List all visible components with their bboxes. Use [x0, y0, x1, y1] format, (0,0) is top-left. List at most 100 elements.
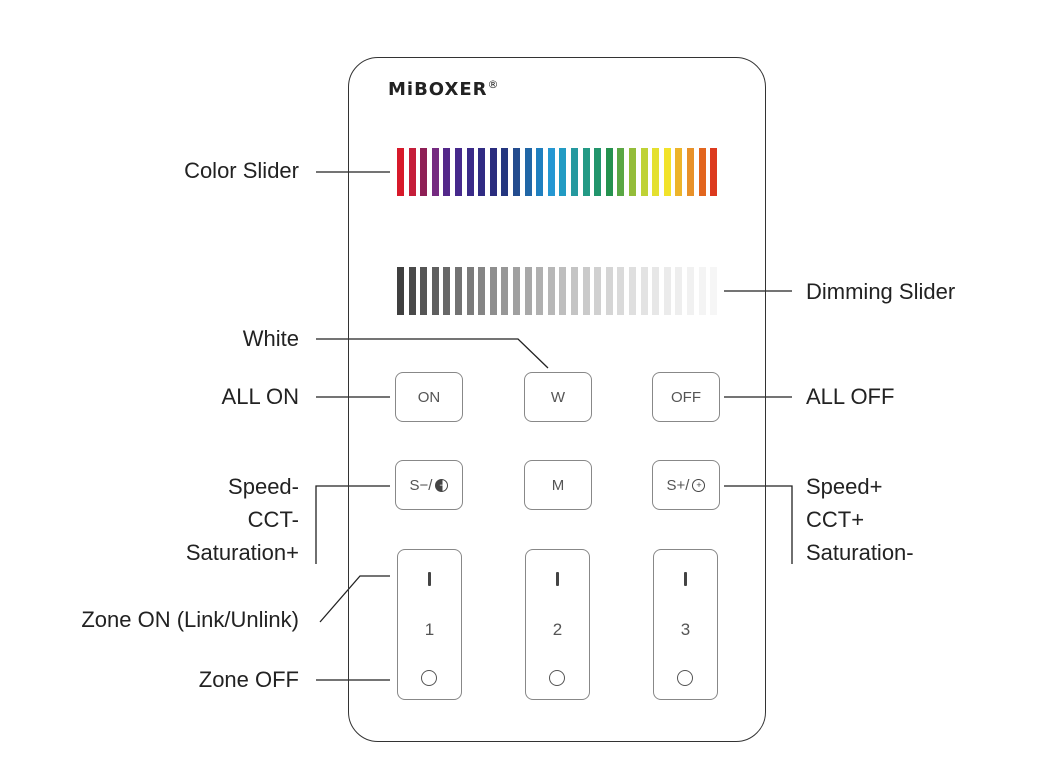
dimming-slider-segment[interactable] — [455, 267, 462, 315]
color-slider-segment[interactable] — [536, 148, 544, 196]
color-slider-segment[interactable] — [629, 148, 636, 196]
white-leader — [316, 338, 549, 369]
color-slider-segment[interactable] — [663, 148, 671, 196]
speed-plus-leader — [724, 485, 793, 564]
dimming-slider-segment[interactable] — [478, 267, 486, 315]
zone-on-icon[interactable] — [556, 572, 559, 586]
zone-2-button[interactable]: 2 — [525, 549, 590, 700]
dimming-slider-segment[interactable] — [536, 267, 544, 315]
zone-number: 3 — [680, 620, 691, 639]
all-off-label: OFF — [671, 388, 701, 406]
dimming-slider-segment[interactable] — [640, 267, 648, 315]
label-all-off: ALL OFF — [806, 384, 895, 409]
all-on-button[interactable]: ON — [395, 372, 463, 422]
all-off-button[interactable]: OFF — [652, 372, 720, 422]
dimming-slider-segment[interactable] — [489, 267, 497, 315]
color-slider-segment[interactable] — [710, 148, 718, 196]
color-slider-segment[interactable] — [559, 148, 567, 196]
color-slider-segment[interactable] — [513, 148, 520, 196]
dimming-slider-segment[interactable] — [617, 267, 625, 315]
color-slider-segment[interactable] — [478, 148, 486, 196]
label-cct-plus: CCT+ — [806, 507, 865, 532]
dimming-slider-segment[interactable] — [501, 267, 509, 315]
zone-number: 1 — [424, 620, 435, 639]
dimming-slider-segment[interactable] — [582, 267, 590, 315]
dimming-slider-segment[interactable] — [710, 267, 718, 315]
dimming-slider-segment[interactable] — [547, 267, 555, 315]
zone-off-icon[interactable] — [421, 670, 437, 686]
label-dimming-slider: Dimming Slider — [806, 279, 956, 304]
color-slider-segment[interactable] — [547, 148, 555, 196]
color-slider-segment[interactable] — [408, 148, 416, 196]
color-slider-segment[interactable] — [594, 148, 602, 196]
label-color-slider: Color Slider — [184, 158, 299, 183]
dimming-slider-segment[interactable] — [524, 267, 532, 315]
dimming-slider-segment[interactable] — [466, 267, 474, 315]
all-on-label: ON — [417, 388, 441, 406]
white-button[interactable]: W — [524, 372, 592, 422]
cct-plus-icon: + — [692, 478, 706, 492]
dimming-slider-segment[interactable] — [571, 267, 578, 315]
zone-number: 2 — [552, 620, 563, 639]
dimming-slider-segment[interactable] — [397, 267, 404, 315]
color-slider-segment[interactable] — [397, 148, 404, 196]
zone-on-icon[interactable] — [428, 572, 431, 586]
dimming-slider-segment[interactable] — [443, 267, 451, 315]
speed-minus-button[interactable]: S−/− — [395, 460, 463, 510]
speed-plus-button[interactable]: S+/+ — [652, 460, 720, 510]
dimming-slider-segment[interactable] — [420, 267, 428, 315]
color-slider-segment[interactable] — [698, 148, 706, 196]
label-saturation-minus: Saturation- — [806, 540, 914, 565]
label-speed-minus: Speed- — [228, 474, 299, 499]
zone-off-icon[interactable] — [549, 670, 565, 686]
color-slider-segment[interactable] — [687, 148, 694, 196]
color-slider-segment[interactable] — [443, 148, 451, 196]
dimming-slider-segment[interactable] — [698, 267, 706, 315]
dimming-slider-segment[interactable] — [513, 267, 520, 315]
dimming-slider-segment[interactable] — [431, 267, 439, 315]
label-zone-on: Zone ON (Link/Unlink) — [81, 607, 299, 632]
zone-3-button[interactable]: 3 — [653, 549, 718, 700]
label-zone-off: Zone OFF — [198, 667, 299, 692]
remote-body — [348, 57, 766, 742]
color-slider-segment[interactable] — [605, 148, 613, 196]
label-speed-plus: Speed+ — [806, 474, 883, 499]
color-slider-segment[interactable] — [617, 148, 625, 196]
zone-1-button[interactable]: 1 — [397, 549, 462, 700]
dimming-slider-segment[interactable] — [652, 267, 660, 315]
mode-button[interactable]: M — [524, 460, 592, 510]
dimming-slider-segment[interactable] — [629, 267, 636, 315]
zone-on-leader — [319, 575, 390, 623]
mode-label: M — [551, 476, 565, 494]
color-slider-segment[interactable] — [431, 148, 439, 196]
zone-on-icon[interactable] — [684, 572, 687, 586]
dimming-slider-segment[interactable] — [675, 267, 683, 315]
color-slider-segment[interactable] — [524, 148, 532, 196]
color-slider-segment[interactable] — [652, 148, 660, 196]
brand-logo: MiBOXER® — [388, 78, 500, 100]
color-slider-segment[interactable] — [466, 148, 474, 196]
speed-minus-leader — [315, 485, 390, 564]
color-slider-segment[interactable] — [640, 148, 648, 196]
color-slider-segment[interactable] — [501, 148, 509, 196]
color-slider-segment[interactable] — [455, 148, 462, 196]
dimming-slider-segment[interactable] — [687, 267, 694, 315]
label-white: White — [242, 326, 299, 351]
dimming-slider-segment[interactable] — [408, 267, 416, 315]
dimming-slider-segment[interactable] — [594, 267, 602, 315]
color-slider-segment[interactable] — [420, 148, 428, 196]
logo-text: MiBOXER — [388, 79, 488, 100]
dimming-slider-segment[interactable] — [663, 267, 671, 315]
color-slider-segment[interactable] — [571, 148, 578, 196]
registered-mark: ® — [487, 78, 500, 91]
zone-off-icon[interactable] — [677, 670, 693, 686]
white-label: W — [550, 388, 566, 406]
color-slider-segment[interactable] — [489, 148, 497, 196]
speed-minus-label: S−/ — [409, 476, 433, 494]
dimming-slider-segment[interactable] — [605, 267, 613, 315]
color-slider-segment[interactable] — [582, 148, 590, 196]
dimming-slider-segment[interactable] — [559, 267, 567, 315]
color-slider-segment[interactable] — [675, 148, 683, 196]
